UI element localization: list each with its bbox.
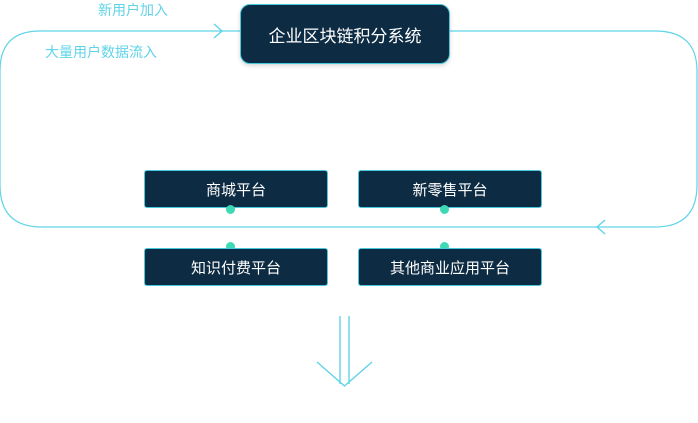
platform-mall: 商城平台 <box>144 170 328 208</box>
connector-dot <box>440 242 449 251</box>
loop-path <box>0 30 698 228</box>
platform-mall-label: 商城平台 <box>205 180 266 199</box>
new-users-label: 新用户加入 <box>98 3 168 19</box>
loop-left-arrow-icon <box>595 219 606 235</box>
system-title-box: 企业区块链积分系统 <box>240 4 450 64</box>
down-double-arrow-icon <box>316 316 373 387</box>
platform-other-business: 其他商业应用平台 <box>358 248 542 286</box>
platform-new-retail: 新零售平台 <box>358 170 542 208</box>
mass-users-label: 大量用户数据流入 <box>45 45 157 61</box>
connector-dot <box>440 205 449 214</box>
platform-knowledge-paid-label: 知识付费平台 <box>190 258 281 277</box>
platform-new-retail-label: 新零售平台 <box>412 180 488 199</box>
connector-dot <box>226 205 235 214</box>
platform-knowledge-paid: 知识付费平台 <box>144 248 328 286</box>
system-title: 企业区块链积分系统 <box>268 26 422 47</box>
connector-dot <box>226 242 235 251</box>
new-users-arrow-icon <box>213 23 224 39</box>
platform-other-business-label: 其他商业应用平台 <box>389 258 510 277</box>
